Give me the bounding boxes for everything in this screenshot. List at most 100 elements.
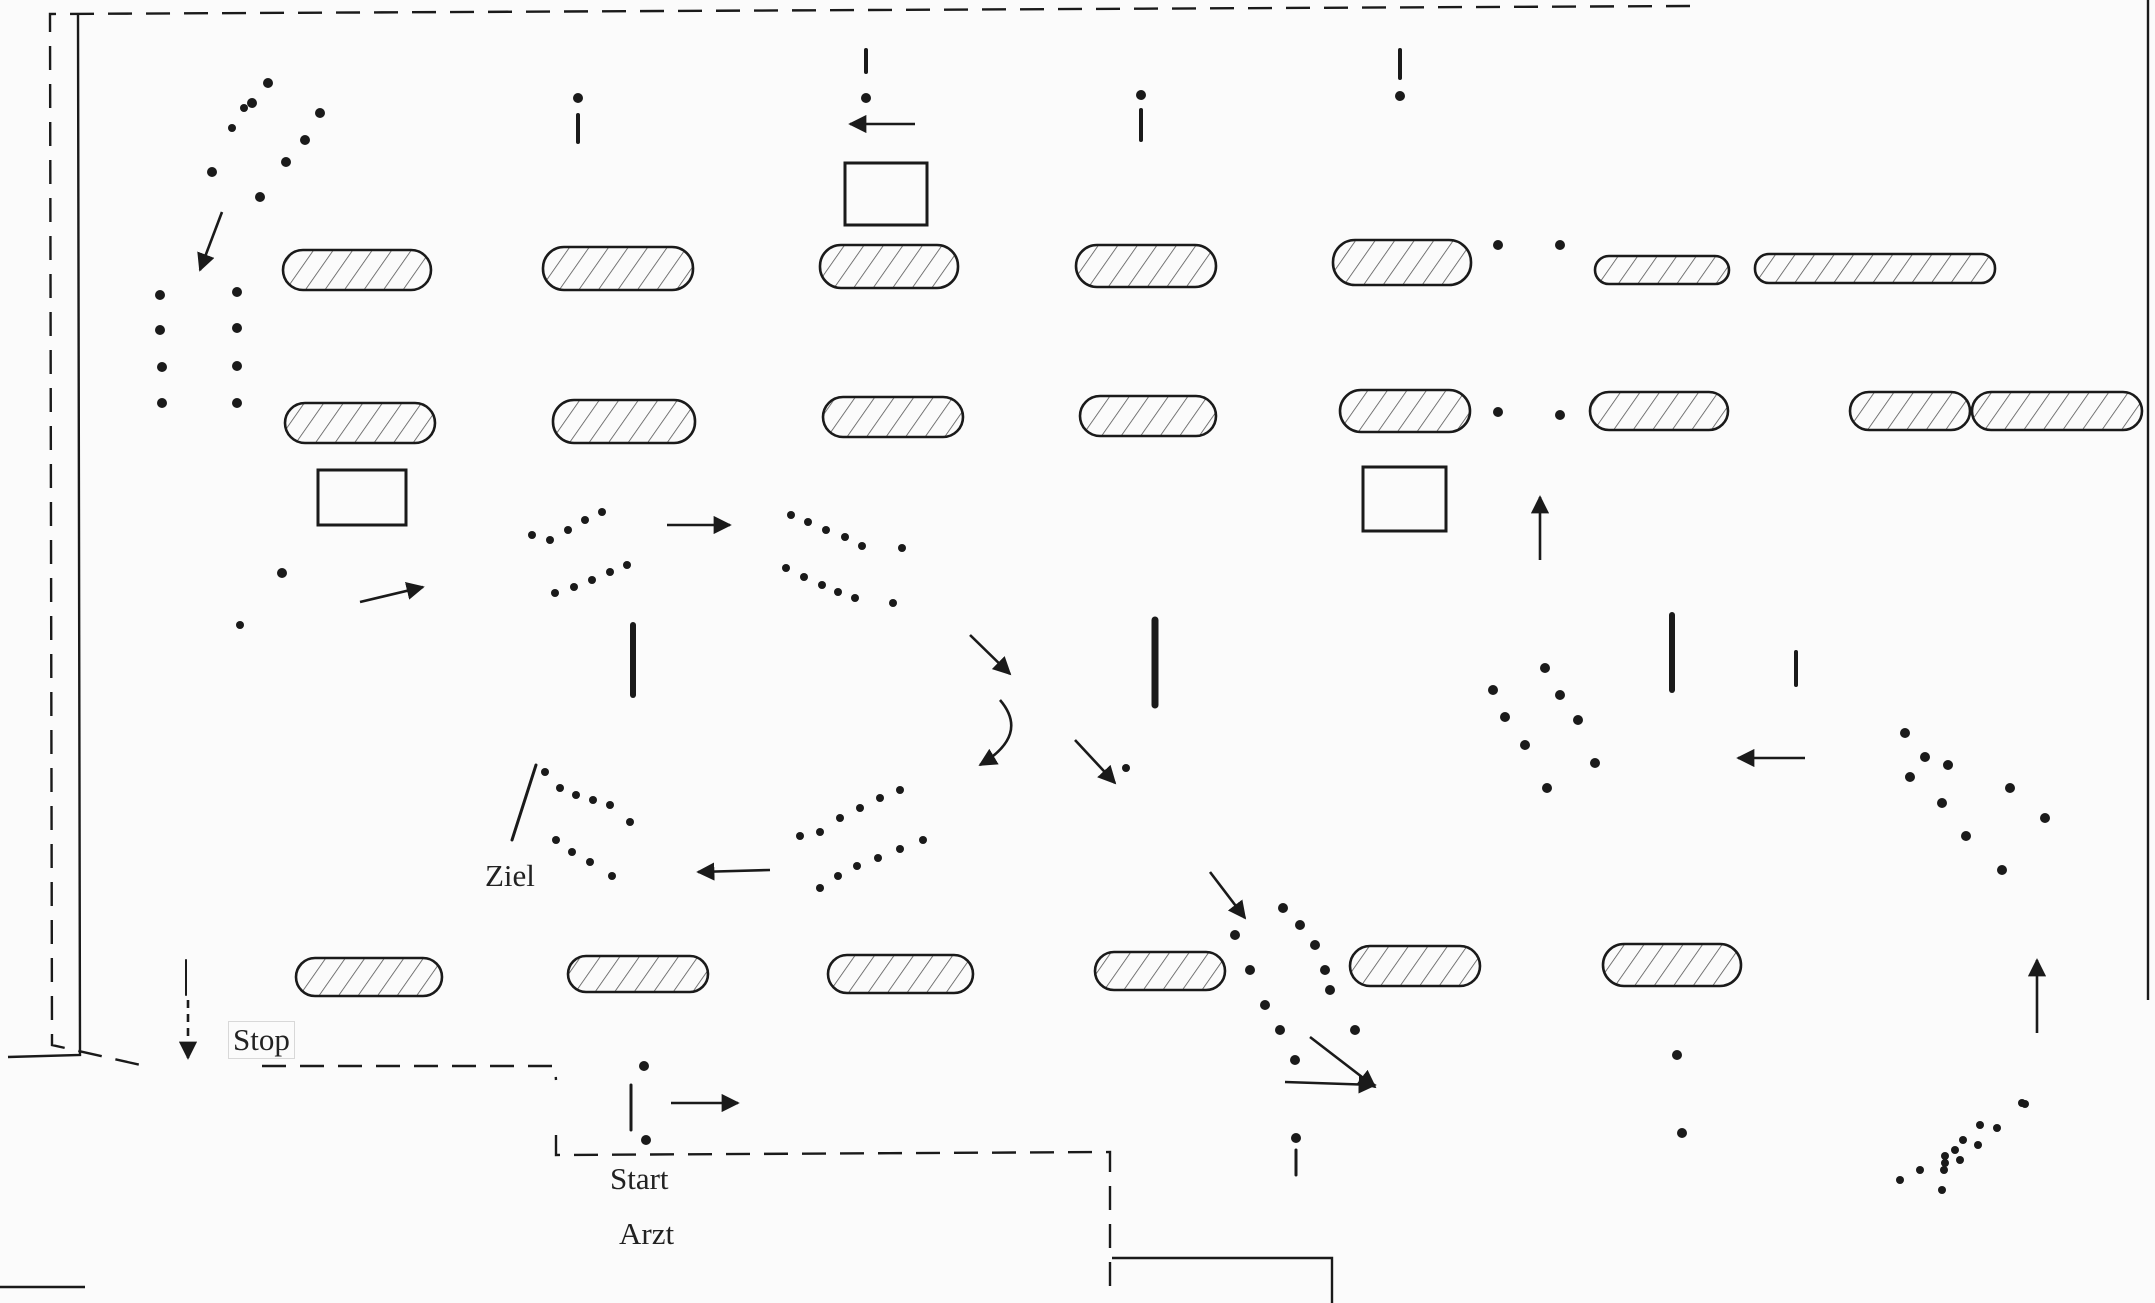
- cone-dot-icon: [841, 533, 849, 541]
- cone-dot-icon: [572, 791, 580, 799]
- cone-dot-icon: [1275, 1025, 1285, 1035]
- cone-dot-icon: [1905, 772, 1915, 782]
- box-icon: [845, 163, 927, 225]
- cone-dot-icon: [1997, 865, 2007, 875]
- cone-dot-icon: [1291, 1133, 1301, 1143]
- cone-dot-icon: [1555, 690, 1565, 700]
- cone-dot-icon: [1290, 1055, 1300, 1065]
- arzt-label: Arzt: [619, 1216, 674, 1252]
- cone-dot-icon: [1310, 940, 1320, 950]
- cone-dot-icon: [1941, 1159, 1949, 1167]
- cone-dot-icon: [232, 361, 242, 371]
- cone-dot-icon: [157, 362, 167, 372]
- pylon-icon: [553, 400, 695, 443]
- cone-dot-icon: [2005, 783, 2015, 793]
- box-icon: [318, 470, 406, 525]
- cone-dot-icon: [1325, 985, 1335, 995]
- cone-dot-icon: [1672, 1050, 1682, 1060]
- cone-dot-icon: [1961, 831, 1971, 841]
- ziel-label: Ziel: [485, 858, 535, 894]
- boxes: [318, 163, 1446, 531]
- cone-dot-icon: [556, 784, 564, 792]
- pylon-icon: [823, 397, 963, 437]
- cone-dot-icon: [1941, 1152, 1949, 1160]
- cone-dot-icon: [608, 872, 616, 880]
- cone-dot-icon: [639, 1061, 649, 1071]
- pylon-icon: [828, 955, 973, 993]
- arrow-icon: [980, 700, 1011, 765]
- cone-dot-icon: [232, 323, 242, 333]
- pylon-icon: [543, 247, 693, 290]
- cone-dot-icon: [1122, 764, 1130, 772]
- cone-dot-icon: [300, 135, 310, 145]
- pylon-icon: [1340, 390, 1470, 432]
- cone-dot-icon: [1896, 1176, 1904, 1184]
- cone-dot-icon: [1943, 760, 1953, 770]
- cone-dot-icon: [541, 768, 549, 776]
- cone-dot-icon: [1573, 715, 1583, 725]
- cone-dot-icon: [1540, 663, 1550, 673]
- cone-dot-icon: [898, 544, 906, 552]
- cone-dot-icon: [589, 796, 597, 804]
- cone-dot-icon: [856, 804, 864, 812]
- cone-dot-icon: [1320, 965, 1330, 975]
- pylon-icon: [1350, 946, 1480, 986]
- cone-dot-icon: [1590, 758, 1600, 768]
- pylon-icon: [296, 958, 442, 996]
- cone-dot-icon: [1938, 1186, 1946, 1194]
- cone-dot-icon: [1555, 410, 1565, 420]
- cone-dot-icon: [247, 98, 257, 108]
- cone-dot-icon: [816, 828, 824, 836]
- pylon-icon: [285, 403, 435, 443]
- cone-dot-icon: [232, 287, 242, 297]
- cone-dot-icon: [623, 561, 631, 569]
- cone-dot-icon: [1937, 798, 1947, 808]
- arrow-icon: [698, 870, 770, 872]
- stop-label: Stop: [228, 1021, 295, 1059]
- cone-dot-icon: [606, 801, 614, 809]
- cone-dot-icon: [782, 564, 790, 572]
- cone-dot-icon: [1916, 1166, 1924, 1174]
- cone-dot-icon: [822, 526, 830, 534]
- arrow-icon: [1285, 1082, 1375, 1085]
- poles: [186, 50, 1796, 1175]
- cone-dot-icon: [800, 573, 808, 581]
- cone-dot-icon: [1493, 407, 1503, 417]
- cone-dot-icon: [1959, 1136, 1967, 1144]
- cone-dot-icon: [1230, 930, 1240, 940]
- cone-dot-icon: [804, 518, 812, 526]
- cone-dot-icon: [277, 568, 287, 578]
- pylons: [283, 240, 2142, 996]
- cone-dot-icon: [255, 192, 265, 202]
- cone-dot-icon: [570, 583, 578, 591]
- cone-dot-icon: [573, 93, 583, 103]
- cone-dot-icon: [861, 93, 871, 103]
- arrow-icon: [1210, 872, 1245, 918]
- cone-dot-icon: [896, 786, 904, 794]
- cone-dot-icon: [1974, 1141, 1982, 1149]
- cone-dot-icon: [919, 836, 927, 844]
- cone-dot-icon: [896, 845, 904, 853]
- cone-dot-icon: [641, 1135, 651, 1145]
- cone-dot-icon: [1976, 1121, 1984, 1129]
- box-icon: [1363, 467, 1446, 531]
- pylon-icon: [1590, 392, 1728, 430]
- course-boundary: [50, 6, 1690, 1300]
- pylon-icon: [1850, 392, 1970, 430]
- cone-dot-icon: [551, 589, 559, 597]
- cone-dot-icon: [851, 594, 859, 602]
- pylon-icon: [1095, 952, 1225, 990]
- pylon-icon: [1755, 254, 1995, 283]
- cone-dot-icon: [232, 398, 242, 408]
- pylon-icon: [1333, 240, 1471, 285]
- cone-dot-icon: [281, 157, 291, 167]
- cone-dot-icon: [546, 536, 554, 544]
- cone-dot-icon: [1350, 1025, 1360, 1035]
- cone-dot-icon: [588, 576, 596, 584]
- cone-dot-icon: [1542, 783, 1552, 793]
- cone-dot-icon: [240, 104, 248, 112]
- cone-dot-icon: [1295, 920, 1305, 930]
- cone-dot-icon: [1677, 1128, 1687, 1138]
